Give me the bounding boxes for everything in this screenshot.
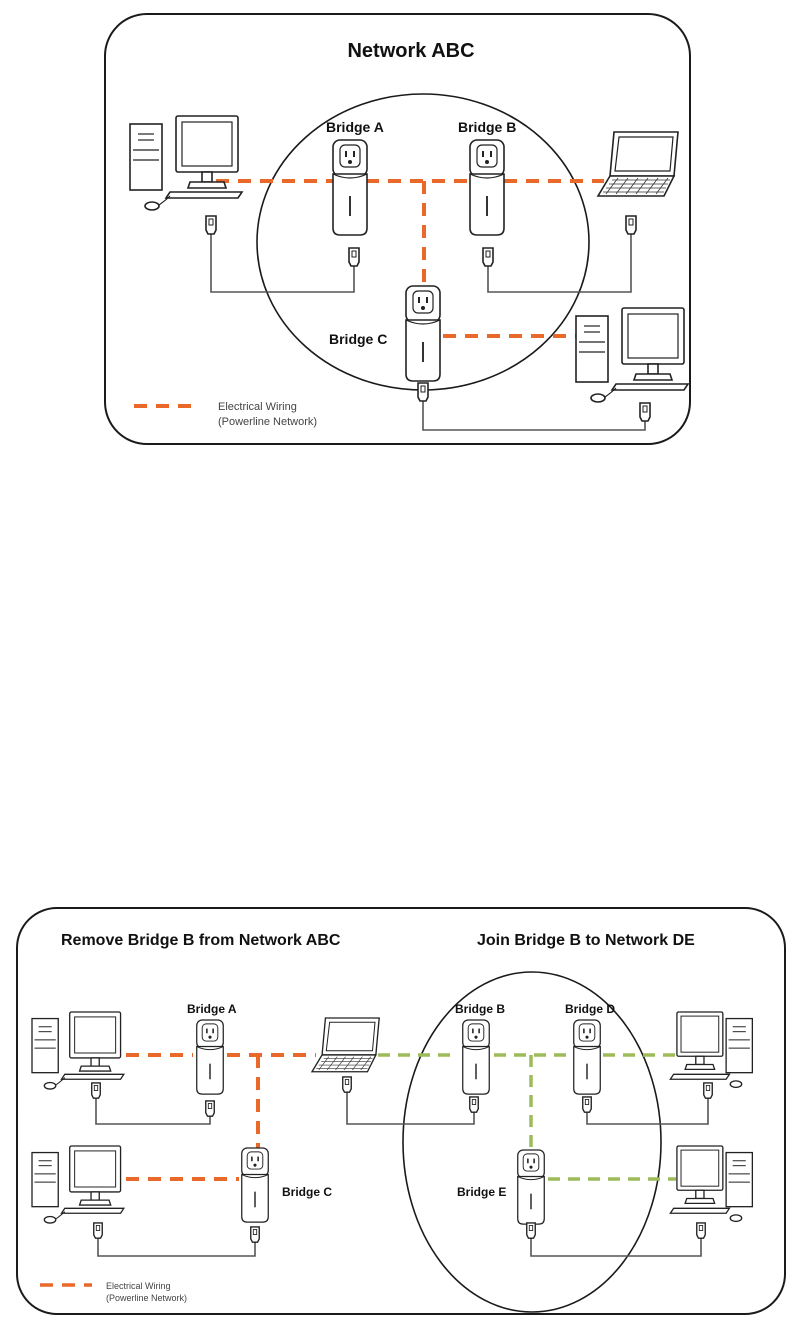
desktop-computer-icon: [669, 1145, 754, 1223]
bridge-a-label: Bridge A: [326, 119, 384, 135]
ethernet-plug-icon: [417, 382, 429, 402]
bottom-ethernet-cables: [95, 1088, 709, 1257]
bridge-d-bottom: [573, 1019, 601, 1095]
bridge-e-bottom-label: Bridge E: [457, 1185, 506, 1199]
bottom-legend-line-1: Electrical Wiring: [106, 1281, 171, 1291]
bridge-d-bottom-label: Bridge D: [565, 1002, 615, 1016]
desktop-computer-icon: [31, 1011, 126, 1090]
laptop-icon: [310, 1017, 380, 1073]
ethernet-plug-icon: [91, 1082, 101, 1099]
ethernet-plug-icon: [625, 215, 637, 235]
top-legend: Electrical Wiring (Powerline Network): [134, 401, 317, 428]
powerline-bridge-icon: [517, 1149, 545, 1225]
ethernet-plug-icon: [482, 247, 494, 267]
bridge-a-bottom-label: Bridge A: [187, 1002, 237, 1016]
legend-line-2: (Powerline Network): [218, 416, 317, 428]
top-title: Network ABC: [347, 40, 474, 62]
bottom-powerline-wiring: [126, 1053, 316, 1181]
bottom-legend-line-2: (Powerline Network): [106, 1293, 187, 1303]
ethernet-plug-icon: [250, 1226, 260, 1243]
bottom-diagram: Remove Bridge B from Network ABC Join Br…: [16, 907, 786, 1315]
powerline-bridge-icon: [573, 1019, 601, 1095]
ethernet-plug-icon: [639, 402, 651, 422]
desktop-computer-icon: [129, 115, 244, 211]
bottom-title-right: Join Bridge B to Network DE: [477, 932, 695, 949]
bridge-c-bottom: [241, 1147, 269, 1223]
legend-line-1: Electrical Wiring: [218, 401, 297, 413]
top-ethernet-cables: [210, 228, 646, 431]
ethernet-plug-icon: [469, 1096, 479, 1113]
bridge-b-bottom: [462, 1019, 490, 1095]
bridge-b-bottom-label: Bridge B: [455, 1002, 505, 1016]
bridge-a-bottom: [196, 1019, 224, 1095]
powerline-bridge-icon: [469, 139, 505, 236]
powerline-bridge-icon: [196, 1019, 224, 1095]
bottom-network-circle: [402, 971, 662, 1313]
bridge-c-bottom-label: Bridge C: [282, 1185, 332, 1199]
ethernet-plug-icon: [526, 1222, 536, 1239]
bottom-legend: Electrical Wiring (Powerline Network): [40, 1281, 187, 1303]
desktop-computer-icon: [669, 1011, 754, 1089]
top-frame: [104, 13, 691, 445]
bottom-title-left: Remove Bridge B from Network ABC: [61, 932, 341, 949]
ethernet-plug-icon: [205, 1100, 215, 1117]
laptop-icon: [596, 131, 679, 197]
ethernet-plug-icon: [342, 1076, 352, 1093]
powerline-bridge-icon: [332, 139, 368, 236]
bridge-b: [469, 139, 505, 236]
powerline-bridge-icon: [241, 1147, 269, 1223]
bridge-b-label: Bridge B: [458, 119, 516, 135]
powerline-bridge-icon: [462, 1019, 490, 1095]
ethernet-plug-icon: [205, 215, 217, 235]
ethernet-plug-icon: [582, 1096, 592, 1113]
bottom-frame: [16, 907, 786, 1315]
bridge-c-label: Bridge C: [329, 331, 387, 347]
desktop-computer-icon: [575, 307, 690, 403]
powerline-bridge-icon: [405, 285, 441, 382]
bottom-network-de-wiring: [378, 1053, 676, 1181]
top-powerline-wiring: [216, 179, 604, 338]
ethernet-plug-icon: [348, 247, 360, 267]
ethernet-plug-icon: [93, 1222, 103, 1239]
bridge-a: [332, 139, 368, 236]
bridge-c: [405, 285, 441, 382]
ethernet-plug-icon: [696, 1222, 706, 1239]
ethernet-plug-icon: [703, 1082, 713, 1099]
desktop-computer-icon: [31, 1145, 126, 1224]
bridge-e-bottom: [517, 1149, 545, 1225]
top-diagram: Network ABC Bridge A Bridge B Bridge: [104, 13, 691, 445]
